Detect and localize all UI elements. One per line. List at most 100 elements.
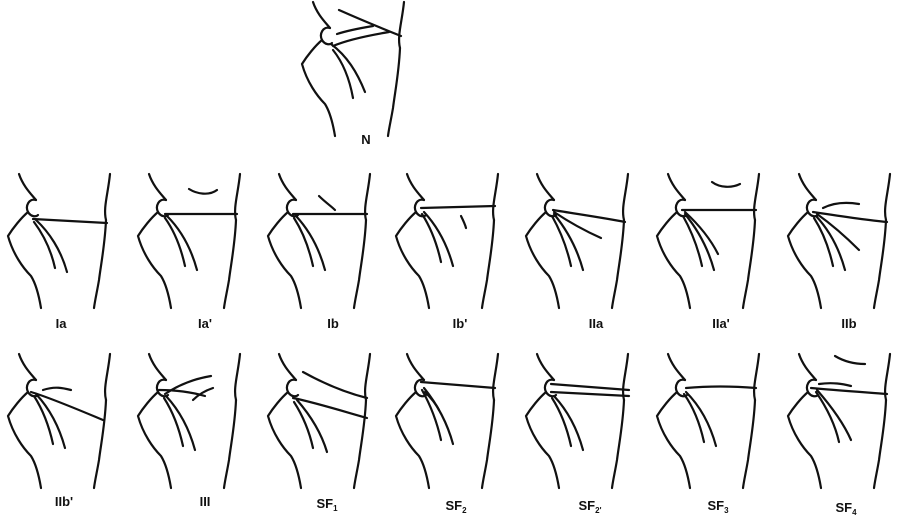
- palm-crease-line: [36, 220, 67, 272]
- palm-crease-line: [551, 392, 629, 396]
- palm-crease-line: [333, 50, 353, 98]
- palm-outline-line: [788, 392, 821, 488]
- palm-label-sf2p: SF2': [579, 498, 602, 515]
- palm-crease-line: [31, 392, 103, 420]
- palm-outline-line: [105, 354, 110, 400]
- palm-outline-line: [623, 354, 628, 400]
- palm-outline-line: [313, 2, 330, 28]
- palm-label-n: N: [361, 132, 370, 147]
- palm-outline-line: [279, 354, 296, 380]
- palm-label-sf4: SF4: [835, 500, 857, 517]
- palm-crease-line: [339, 10, 401, 36]
- palm-n: [302, 2, 404, 136]
- palm-crease-line: [823, 203, 859, 208]
- palm-outline-line: [545, 380, 556, 397]
- palm-outline-line: [885, 174, 890, 220]
- palm-ia: [8, 174, 110, 308]
- palm-outline-line: [321, 28, 332, 45]
- palm-crease-line: [811, 388, 887, 394]
- palm-outline-line: [612, 400, 624, 488]
- palm-outline-line: [302, 40, 335, 136]
- palm-outline-line: [388, 48, 400, 136]
- palm-outline-line: [482, 220, 494, 308]
- palm-crease-line: [835, 356, 865, 364]
- palm-label-iii: III: [200, 494, 211, 509]
- palm-crease-line: [551, 384, 629, 390]
- palm-outline-line: [287, 380, 298, 397]
- palm-iib2: [8, 354, 110, 488]
- palm-outline-line: [537, 354, 554, 380]
- palm-crease-line: [461, 216, 466, 228]
- palm-sf3: [657, 354, 759, 488]
- palm-outline-line: [743, 220, 755, 308]
- palm-outline-line: [668, 354, 685, 380]
- palm-outline-line: [94, 220, 106, 308]
- palm-outline-line: [754, 174, 759, 220]
- palm-outline-line: [224, 220, 236, 308]
- palm-outline-line: [493, 174, 498, 220]
- palm-label-ib2: Ib': [453, 316, 468, 331]
- palm-crease-line: [685, 212, 718, 254]
- palm-outline-line: [407, 174, 424, 200]
- palm-label-iib: IIb: [841, 316, 856, 331]
- palm-outline-line: [365, 354, 370, 400]
- palm-outline-line: [874, 400, 886, 488]
- palm-iia2: [657, 174, 759, 308]
- palm-ia2: [138, 174, 240, 308]
- palm-sf4: [788, 354, 890, 488]
- palm-outline-line: [138, 212, 171, 308]
- palm-outline-line: [268, 212, 301, 308]
- palm-outline-line: [754, 354, 759, 400]
- palm-outline-line: [799, 354, 816, 380]
- palm-outline-line: [743, 400, 755, 488]
- palm-sf1: [268, 354, 370, 488]
- palm-sf2p: [526, 354, 629, 488]
- palm-outline-line: [235, 354, 240, 400]
- palm-outline-line: [399, 2, 404, 48]
- palm-crease-line: [819, 383, 851, 386]
- palm-outline-line: [224, 400, 236, 488]
- palm-crease-line: [712, 182, 740, 187]
- palm-label-sf3: SF3: [707, 498, 729, 515]
- palm-iib: [788, 174, 890, 308]
- palm-crease-line: [166, 396, 195, 450]
- palm-outline-line: [354, 400, 366, 488]
- palm-crease-line: [553, 210, 625, 222]
- palm-outline-line: [396, 392, 429, 488]
- palm-label-iia: IIa: [589, 316, 604, 331]
- palm-outline-line: [874, 220, 886, 308]
- palm-sf2: [396, 354, 498, 488]
- palm-outline-line: [27, 200, 38, 217]
- palm-crease-line: [296, 216, 325, 270]
- palm-outline-line: [149, 354, 166, 380]
- palm-crease-line: [424, 212, 453, 266]
- palm-outline-line: [668, 174, 685, 200]
- palm-label-ia2: Ia': [198, 316, 212, 331]
- palm-ib2: [396, 174, 498, 308]
- palm-crease-line: [686, 392, 716, 446]
- palm-crease-line: [817, 390, 851, 440]
- palm-crease-line: [303, 372, 367, 398]
- palm-outline-line: [657, 212, 690, 308]
- palm-crease-line: [554, 396, 583, 450]
- palm-outline-line: [19, 174, 36, 200]
- palm-label-sf2: SF2: [445, 498, 467, 515]
- palm-outline-line: [8, 392, 41, 488]
- palm-iia: [526, 174, 628, 308]
- palm-outline-line: [94, 400, 106, 488]
- palm-crease-line: [421, 382, 495, 388]
- palm-outline-line: [407, 354, 424, 380]
- palm-crease-line: [337, 26, 373, 34]
- palm-crease-line: [33, 219, 107, 223]
- palm-ib: [268, 174, 370, 308]
- palm-outline-line: [493, 354, 498, 400]
- palm-label-iib2: IIb': [55, 494, 73, 509]
- palm-crease-line: [43, 388, 71, 390]
- palm-crease-line: [167, 216, 197, 270]
- palm-outline-line: [482, 400, 494, 488]
- palm-outline-line: [354, 220, 366, 308]
- palm-crease-line: [189, 189, 217, 194]
- palm-crease-line: [319, 196, 335, 210]
- palm-outline-line: [149, 174, 166, 200]
